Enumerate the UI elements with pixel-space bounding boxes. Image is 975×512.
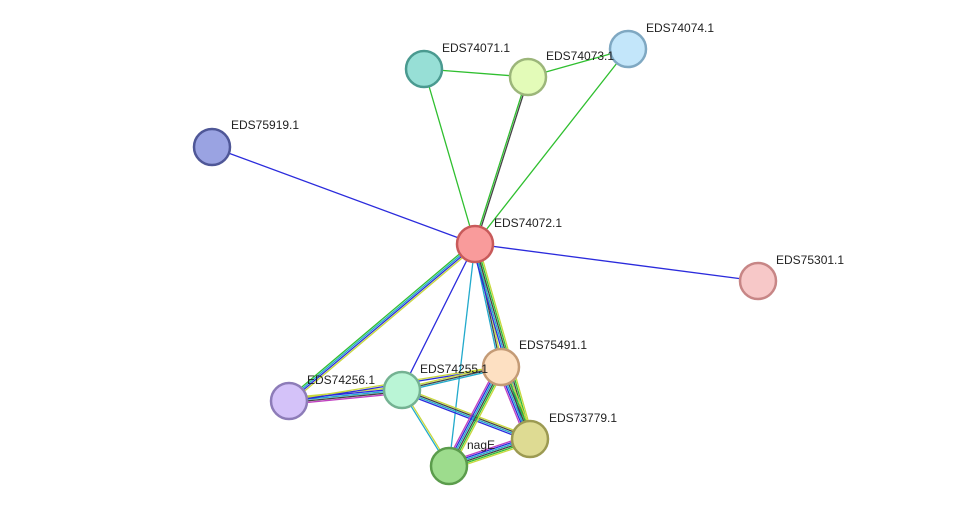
node-eds74256-1[interactable] [269,381,309,421]
edge-evidence-line [402,388,531,439]
edge-evidence-line [477,242,534,439]
node-label-eds74071-1: EDS74071.1 [442,41,510,55]
edge-evidence-line [475,243,533,439]
node-eds74073-1[interactable] [508,57,548,97]
node-label-eds73779-1: EDS73779.1 [549,411,617,425]
node-eds74071-1[interactable] [404,49,444,89]
edge-evidence-line [287,241,474,400]
edge-evidence-line [448,243,476,467]
edge-evidence-line [401,390,530,441]
node-label-eds75301-1: EDS75301.1 [776,253,844,267]
edge-evidence-line [423,68,476,245]
node-label-eds74073-1: EDS74073.1 [546,49,614,63]
node-eds74074-1[interactable] [608,29,648,69]
edge-evidence-line [402,387,532,438]
edge-evidence-line [401,243,476,391]
edge-eds74072-1-eds74255-1 [401,243,476,391]
edge-eds74072-1-eds74073-1 [473,76,530,245]
node-label-eds74256-1: EDS74256.1 [307,373,375,387]
edge-eds74072-1-nage [448,243,476,467]
edge-eds74072-1-eds74074-1 [474,48,629,245]
edge-evidence-line [473,76,528,244]
node-label-eds74074-1: EDS74074.1 [646,21,714,35]
edge-evidence-line [290,245,477,404]
node-eds74255-1[interactable] [382,370,422,410]
edge-eds74072-1-eds74256-1 [287,241,477,404]
node-nage[interactable] [429,446,469,486]
edge-evidence-line [289,244,476,403]
edge-eds74072-1-eds74071-1 [423,68,476,245]
edge-eds74255-1-eds73779-1 [400,387,532,442]
edge-eds74072-1-eds75919-1 [211,146,476,245]
node-eds74072-1[interactable] [455,224,495,264]
node-eds75301-1[interactable] [738,261,778,301]
node-label-nage: nagE [467,438,495,452]
edge-evidence-line [288,242,475,401]
node-layer [192,29,778,486]
node-eds75919-1[interactable] [192,127,232,167]
edge-evidence-line [211,146,476,245]
edge-evidence-line [474,48,629,245]
node-label-eds75919-1: EDS75919.1 [231,118,299,132]
edge-evidence-line [475,77,530,245]
node-label-eds74255-1: EDS74255.1 [420,362,488,376]
node-label-eds74072-1: EDS74072.1 [494,216,562,230]
node-label-eds75491-1: EDS75491.1 [519,338,587,352]
node-eds75491-1[interactable] [481,347,521,387]
edge-evidence-line [474,243,759,282]
edge-eds74072-1-eds75301-1 [474,243,759,282]
edge-evidence-line [400,391,530,442]
node-eds73779-1[interactable] [510,419,550,459]
